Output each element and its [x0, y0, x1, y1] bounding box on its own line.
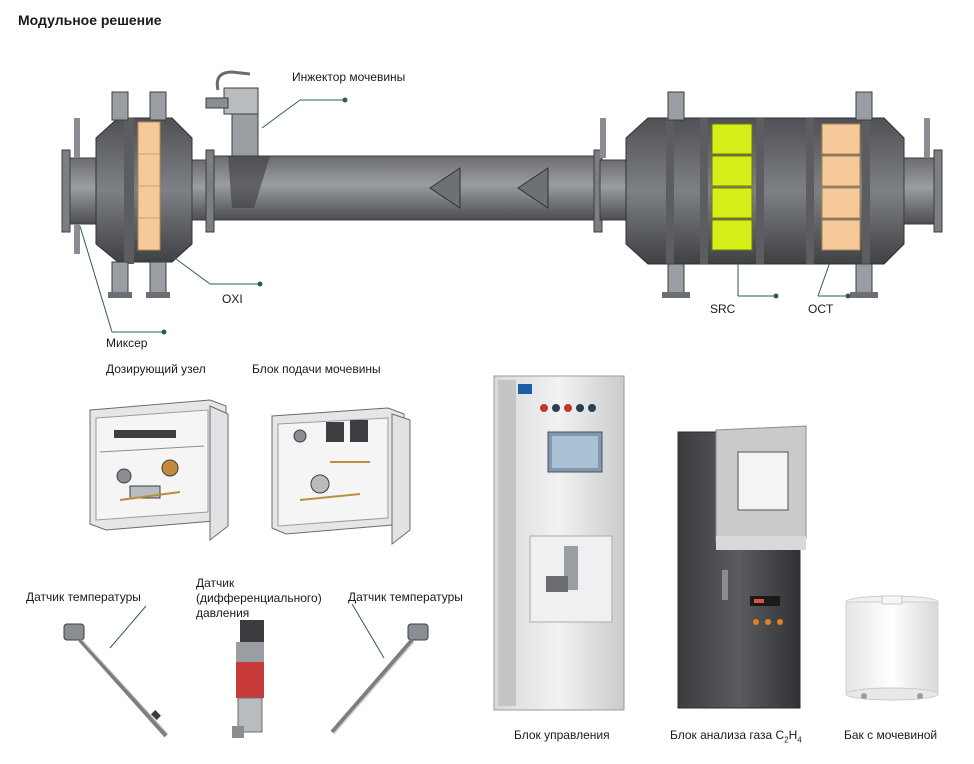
temperature-sensor-left	[63, 605, 169, 738]
label-dosing-unit: Дозирующий узел	[106, 362, 206, 376]
label-pressure-sensor-1: Датчик	[196, 576, 235, 590]
label-urea-feed-unit: Блок подачи мочевины	[252, 362, 381, 376]
label-temp-sensor-left: Датчик температуры	[26, 590, 141, 604]
oct-catalyst	[821, 123, 861, 251]
main-pipeline	[61, 70, 943, 298]
label-oxi: OXI	[222, 292, 243, 306]
page-title: Модульное решение	[18, 12, 162, 28]
dosing-unit-cabinet	[89, 399, 229, 542]
label-temp-sensor-right: Датчик температуры	[348, 590, 463, 604]
label-mixer: Миксер	[106, 336, 148, 350]
urea-feed-cabinet	[271, 407, 411, 546]
src-catalyst	[711, 123, 753, 251]
control-unit-cabinet	[493, 375, 625, 711]
label-pressure-sensor-2: (дифференциального)	[196, 591, 322, 605]
gas-analysis-cabinet	[677, 425, 807, 709]
label-urea-tank: Бак с мочевиной	[844, 728, 938, 742]
label-src: SRC	[710, 302, 736, 316]
label-oct: OCT	[808, 302, 834, 316]
urea-injector	[205, 70, 259, 157]
label-gas-analysis-unit: Блок анализа газа C2H4	[670, 728, 802, 745]
temperature-sensor-right	[330, 603, 429, 735]
label-pressure-sensor-3: давления	[196, 606, 250, 620]
label-control-unit: Блок управления	[514, 728, 610, 742]
label-urea-injector: Инжектор мочевины	[292, 70, 406, 84]
leader-lines	[79, 97, 851, 335]
differential-pressure-sensor	[232, 620, 264, 738]
urea-tank	[845, 595, 939, 701]
